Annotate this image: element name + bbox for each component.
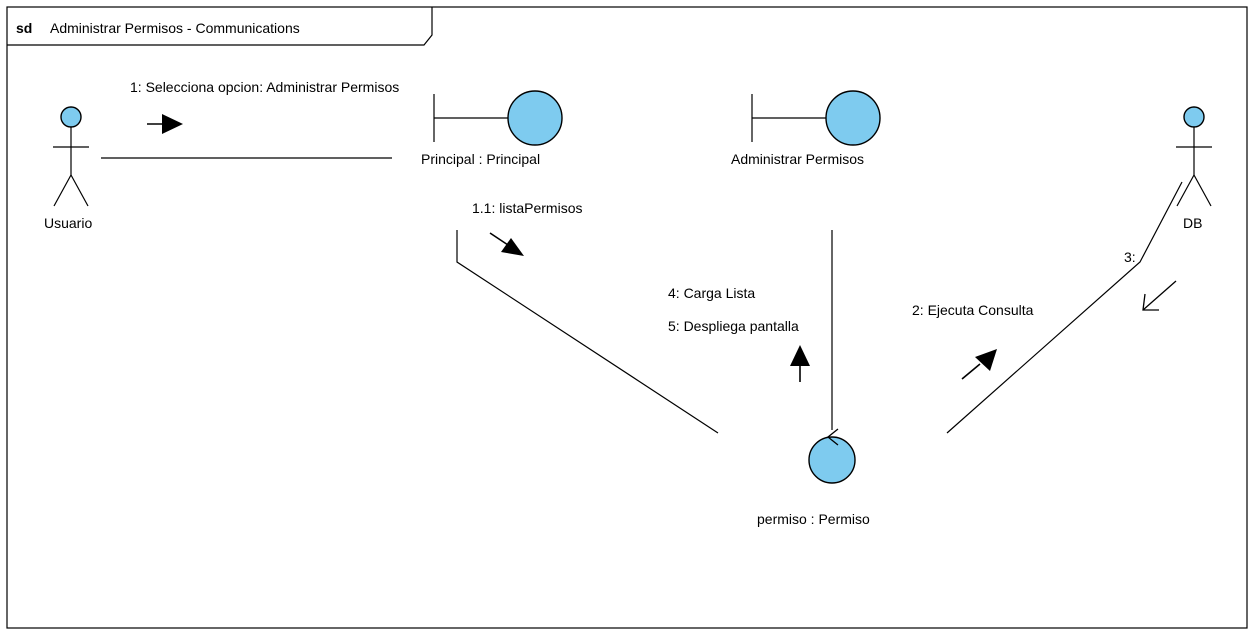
actor-right-leg [70, 174, 89, 207]
frame-title: Administrar Permisos - Communications [50, 20, 300, 36]
message-5-label: 5: Despliega pantalla [668, 318, 799, 334]
actor-head-icon [60, 106, 82, 128]
link-permiso-db [946, 181, 1183, 434]
control-arrowhead-icon [826, 428, 839, 446]
actor-db-label: DB [1183, 215, 1202, 231]
message-4-5-arrow-icon [790, 345, 810, 382]
message-1-1-arrow-icon [489, 232, 524, 256]
message-1-1-label: 1.1: listaPermisos [472, 200, 582, 216]
actor-left-leg [53, 174, 72, 207]
frame-title-tab [7, 7, 433, 46]
object-permiso[interactable]: permiso : Permiso [757, 428, 870, 527]
message-3-arrow-icon [1142, 280, 1177, 311]
actor-db[interactable]: DB [1176, 106, 1212, 231]
message-2-label: 2: Ejecuta Consulta [912, 302, 1034, 318]
boundary-principal[interactable]: Principal : Principal [421, 90, 563, 167]
boundary-administrar-permisos[interactable]: Administrar Permisos [731, 90, 881, 167]
actor-right-leg [1193, 174, 1212, 207]
actor-left-leg [1176, 174, 1195, 207]
boundary-administrar-label: Administrar Permisos [731, 151, 864, 167]
boundary-circle-icon [825, 90, 881, 146]
message-4-label: 4: Carga Lista [668, 285, 755, 301]
object-permiso-label: permiso : Permiso [757, 511, 870, 527]
actor-usuario[interactable]: Usuario [44, 106, 92, 231]
link-principal-permiso [456, 230, 719, 434]
boundary-circle-icon [507, 90, 563, 146]
message-1-arrow-icon [147, 114, 183, 134]
message-3-label: 3: [1124, 249, 1136, 265]
actor-head-icon [1183, 106, 1205, 128]
message-2-arrow-icon [961, 349, 997, 380]
message-1-label: 1: Selecciona opcion: Administrar Permis… [130, 79, 399, 95]
control-circle-icon [808, 436, 856, 484]
diagram-frame [6, 6, 1248, 629]
boundary-principal-label: Principal : Principal [421, 151, 540, 167]
actor-usuario-label: Usuario [44, 215, 92, 231]
frame-keyword: sd [16, 20, 32, 36]
